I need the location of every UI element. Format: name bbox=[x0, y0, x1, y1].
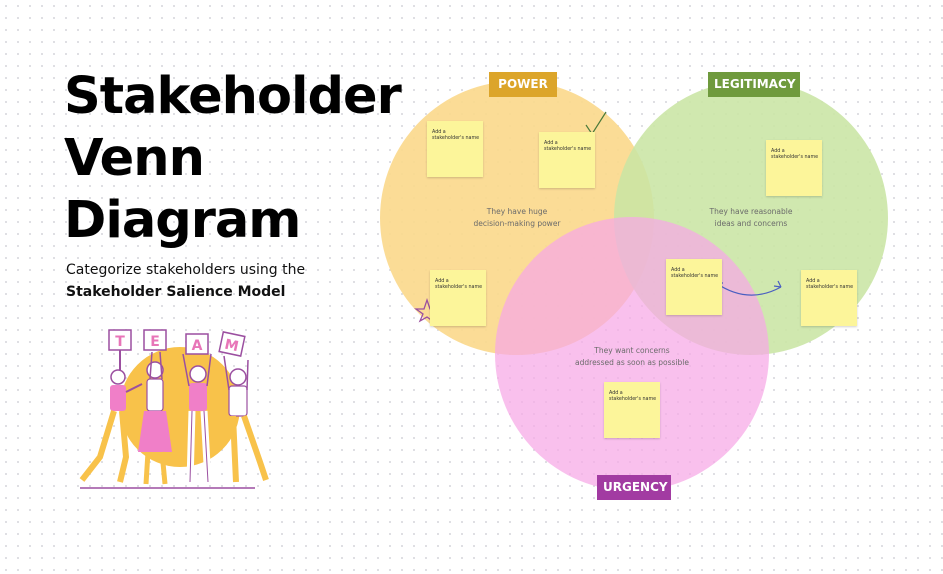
person bbox=[79, 369, 143, 483]
sign-letter: E bbox=[150, 334, 160, 350]
subtitle-model-name: Stakeholder Salience Model bbox=[66, 284, 286, 300]
subtitle-line: Categorize stakeholders using the bbox=[66, 262, 306, 278]
page-title: Stakeholder Venn Diagram bbox=[64, 66, 402, 252]
sign-letter: A bbox=[192, 338, 203, 354]
subtitle: Categorize stakeholders using the Stakeh… bbox=[66, 259, 366, 303]
urgency-description: They want concerns addressed as soon as … bbox=[575, 346, 689, 367]
team-illustration: T E A M bbox=[79, 329, 269, 489]
urgency-label: URGENCY bbox=[597, 475, 671, 500]
sign-e: E bbox=[143, 329, 167, 351]
power-label: POWER bbox=[489, 72, 557, 97]
sign-m: M bbox=[218, 331, 246, 357]
person bbox=[223, 355, 269, 483]
sign-letter: M bbox=[223, 337, 240, 356]
title-line: Diagram bbox=[64, 191, 301, 250]
legitimacy-description: They have reasonable ideas and concerns bbox=[709, 207, 793, 228]
legitimacy-label: LEGITIMACY bbox=[708, 72, 800, 97]
sign-t: T bbox=[108, 329, 132, 372]
person bbox=[182, 353, 212, 483]
title-line: Stakeholder bbox=[64, 67, 402, 126]
sign-letter: T bbox=[115, 334, 125, 350]
power-description: They have huge decision-making power bbox=[473, 207, 561, 228]
person bbox=[138, 351, 172, 485]
sign-a: A bbox=[185, 333, 209, 355]
title-line: Venn bbox=[64, 129, 205, 188]
